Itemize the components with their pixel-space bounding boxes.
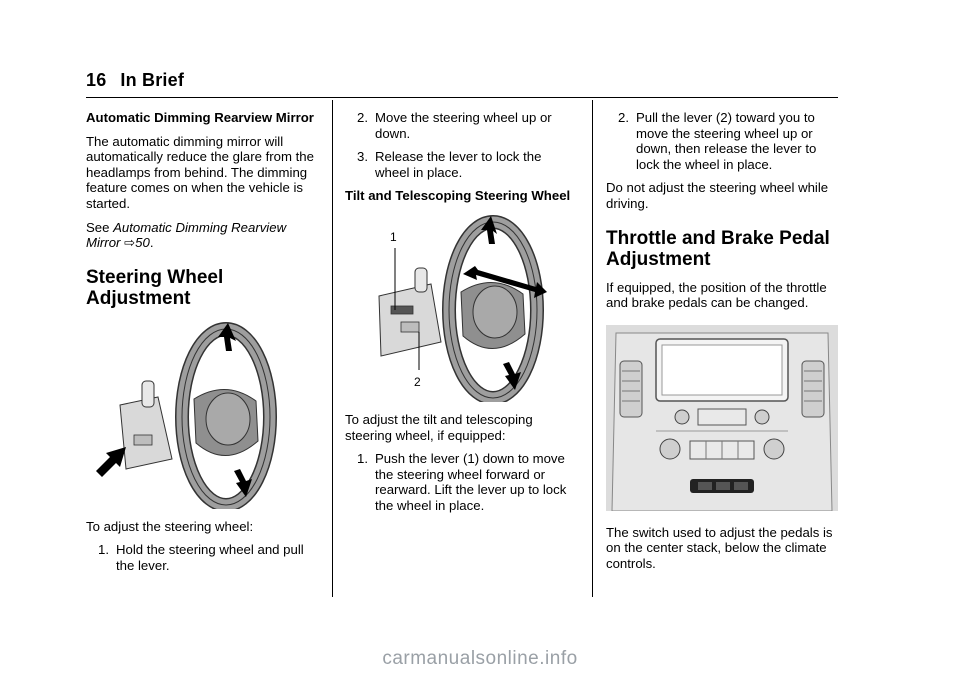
page-ref-arrow-icon: ⇨	[124, 235, 136, 251]
steering-intro: To adjust the steering wheel:	[86, 518, 254, 534]
tilt-intro: To adjust the tilt and telescoping steer…	[345, 411, 533, 443]
page-header: 16 In Brief	[86, 70, 184, 91]
list-item: 1.Push the lever (1) down to move the st…	[357, 451, 567, 513]
list-item: 2.Pull the lever (2) toward you to move …	[618, 110, 817, 172]
steering-steps-continued: 2.Move the steering wheel up or down. 3.…	[345, 110, 577, 180]
link-dimming-mirror[interactable]: Automatic Dimming Rearview Mirror ⇨50	[86, 219, 287, 251]
tilt-steps: 1.Push the lever (1) down to move the st…	[345, 451, 577, 513]
list-item: 1.Hold the steering wheel and pull the l…	[98, 542, 304, 573]
subheading-dimming-mirror: Automatic Dimming Rearview Mirror	[86, 110, 314, 125]
paragraph-switch-location: The switch used to adjust the pedals is …	[606, 524, 833, 571]
page-number: 16	[86, 70, 107, 90]
tilt-steps-continued: 2.Pull the lever (2) toward you to move …	[606, 110, 838, 172]
paragraph-pedal-intro: If equipped, the position of the throttl…	[606, 279, 827, 311]
section-title-steering: Steering Wheel Adjustment	[86, 266, 224, 309]
column-2: 2.Move the steering wheel up or down. 3.…	[345, 110, 577, 522]
list-item: 2.Move the steering wheel up or down.	[357, 110, 552, 141]
page-title: In Brief	[120, 70, 185, 90]
column-1: Automatic Dimming Rearview Mirror The au…	[86, 110, 318, 582]
see-reference: See Automatic Dimming Rearview Mirror ⇨5…	[86, 219, 287, 251]
callout-2: 2	[414, 374, 421, 389]
center-stack-figure	[606, 324, 838, 515]
callout-1: 1	[390, 229, 397, 244]
header-rule	[86, 97, 838, 98]
column-3: 2.Pull the lever (2) toward you to move …	[606, 110, 838, 580]
column-divider-1	[332, 100, 333, 597]
section-title-pedal: Throttle and Brake Pedal Adjustment	[606, 227, 830, 270]
list-item: 3.Release the lever to lock the wheel in…	[357, 149, 542, 180]
paragraph-dimming-mirror: The automatic dimming mirror will automa…	[86, 133, 314, 211]
subheading-tilt-telescoping: Tilt and Telescoping Steering Wheel	[345, 188, 571, 204]
watermark: carmanualsonline.info	[382, 648, 578, 669]
paragraph-warning: Do not adjust the steering wheel while d…	[606, 180, 829, 211]
column-divider-2	[592, 100, 593, 597]
steering-steps: 1.Hold the steering wheel and pull the l…	[86, 542, 318, 573]
steering-wheel-figure	[86, 319, 318, 509]
tilt-telescoping-figure: 1 2	[345, 212, 577, 402]
